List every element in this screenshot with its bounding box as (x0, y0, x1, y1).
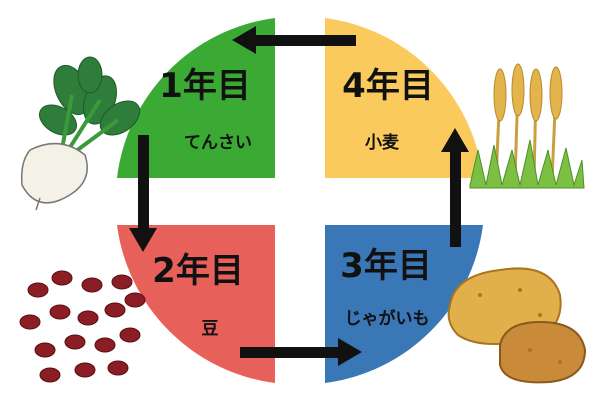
quadrant-year1 (117, 18, 275, 178)
wheat-illustration (469, 63, 585, 189)
arrow-year2-to-year3 (240, 338, 362, 366)
year4-crop-label: 小麦 (365, 132, 400, 153)
year1-crop-label: てんさい (184, 133, 252, 153)
sugar-beet-illustration (20, 56, 141, 211)
potatoes-illustration (447, 267, 587, 384)
beans-illustration (19, 270, 146, 383)
quadrant-year2 (117, 225, 275, 383)
year3-crop-label: じゃがいも (345, 308, 430, 329)
year3-label: 3年目 (340, 246, 432, 286)
year4-label: 4年目 (342, 66, 434, 106)
year1-label: 1年目 (159, 66, 251, 106)
quadrant-year3 (325, 225, 483, 383)
arrow-year1-to-year2 (129, 135, 157, 252)
quadrant-year4 (325, 18, 483, 178)
arrow-year4-to-year1 (232, 26, 356, 54)
arrow-year3-to-year4 (441, 128, 469, 247)
year2-label: 2年目 (152, 251, 244, 291)
year2-crop-label: 豆 (202, 319, 219, 339)
